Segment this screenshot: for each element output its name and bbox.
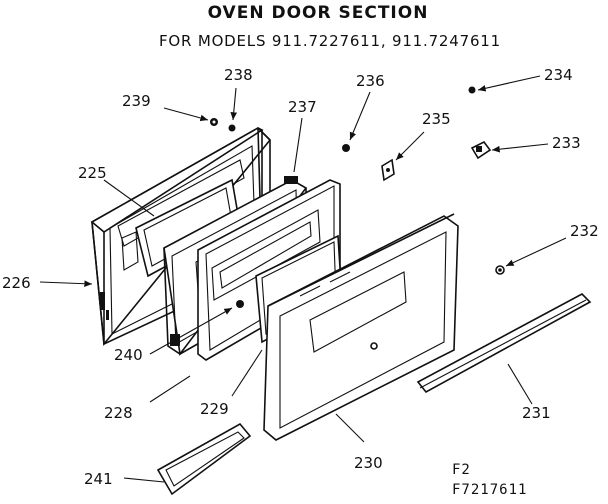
window-trim bbox=[156, 422, 252, 496]
callout-233: 233 bbox=[552, 134, 581, 152]
callout-235: 235 bbox=[422, 110, 451, 128]
diagram-title: OVEN DOOR SECTION bbox=[208, 3, 429, 23]
door-handle-trim bbox=[416, 293, 592, 394]
callout-231: 231 bbox=[522, 404, 551, 422]
screw-239 bbox=[210, 118, 218, 126]
callout-232: 232 bbox=[570, 222, 599, 240]
callout-230: 230 bbox=[354, 454, 383, 472]
callout-240: 240 bbox=[114, 346, 143, 364]
callout-225: 225 bbox=[78, 164, 107, 182]
outer-door-panel bbox=[263, 213, 459, 441]
callout-234: 234 bbox=[544, 66, 573, 84]
callout-238: 238 bbox=[224, 66, 253, 84]
figure-label: F2 bbox=[452, 462, 471, 478]
screw-236 bbox=[342, 144, 350, 152]
callout-228: 228 bbox=[104, 404, 133, 422]
bracket-235 bbox=[381, 158, 395, 182]
callout-241: 241 bbox=[84, 470, 113, 488]
grommet-232 bbox=[495, 265, 505, 275]
callout-237: 237 bbox=[288, 98, 317, 116]
screw-240 bbox=[236, 300, 244, 308]
callout-229: 229 bbox=[200, 400, 229, 418]
callout-236: 236 bbox=[356, 72, 385, 90]
screw-238 bbox=[228, 124, 236, 132]
screw-234 bbox=[468, 86, 476, 94]
hinge-233 bbox=[470, 140, 492, 160]
callout-226: 226 bbox=[2, 274, 31, 292]
diagram-subtitle: FOR MODELS 911.7227611, 911.7247611 bbox=[159, 32, 501, 50]
figure-code: F7217611 bbox=[452, 482, 527, 498]
callout-239: 239 bbox=[122, 92, 151, 110]
